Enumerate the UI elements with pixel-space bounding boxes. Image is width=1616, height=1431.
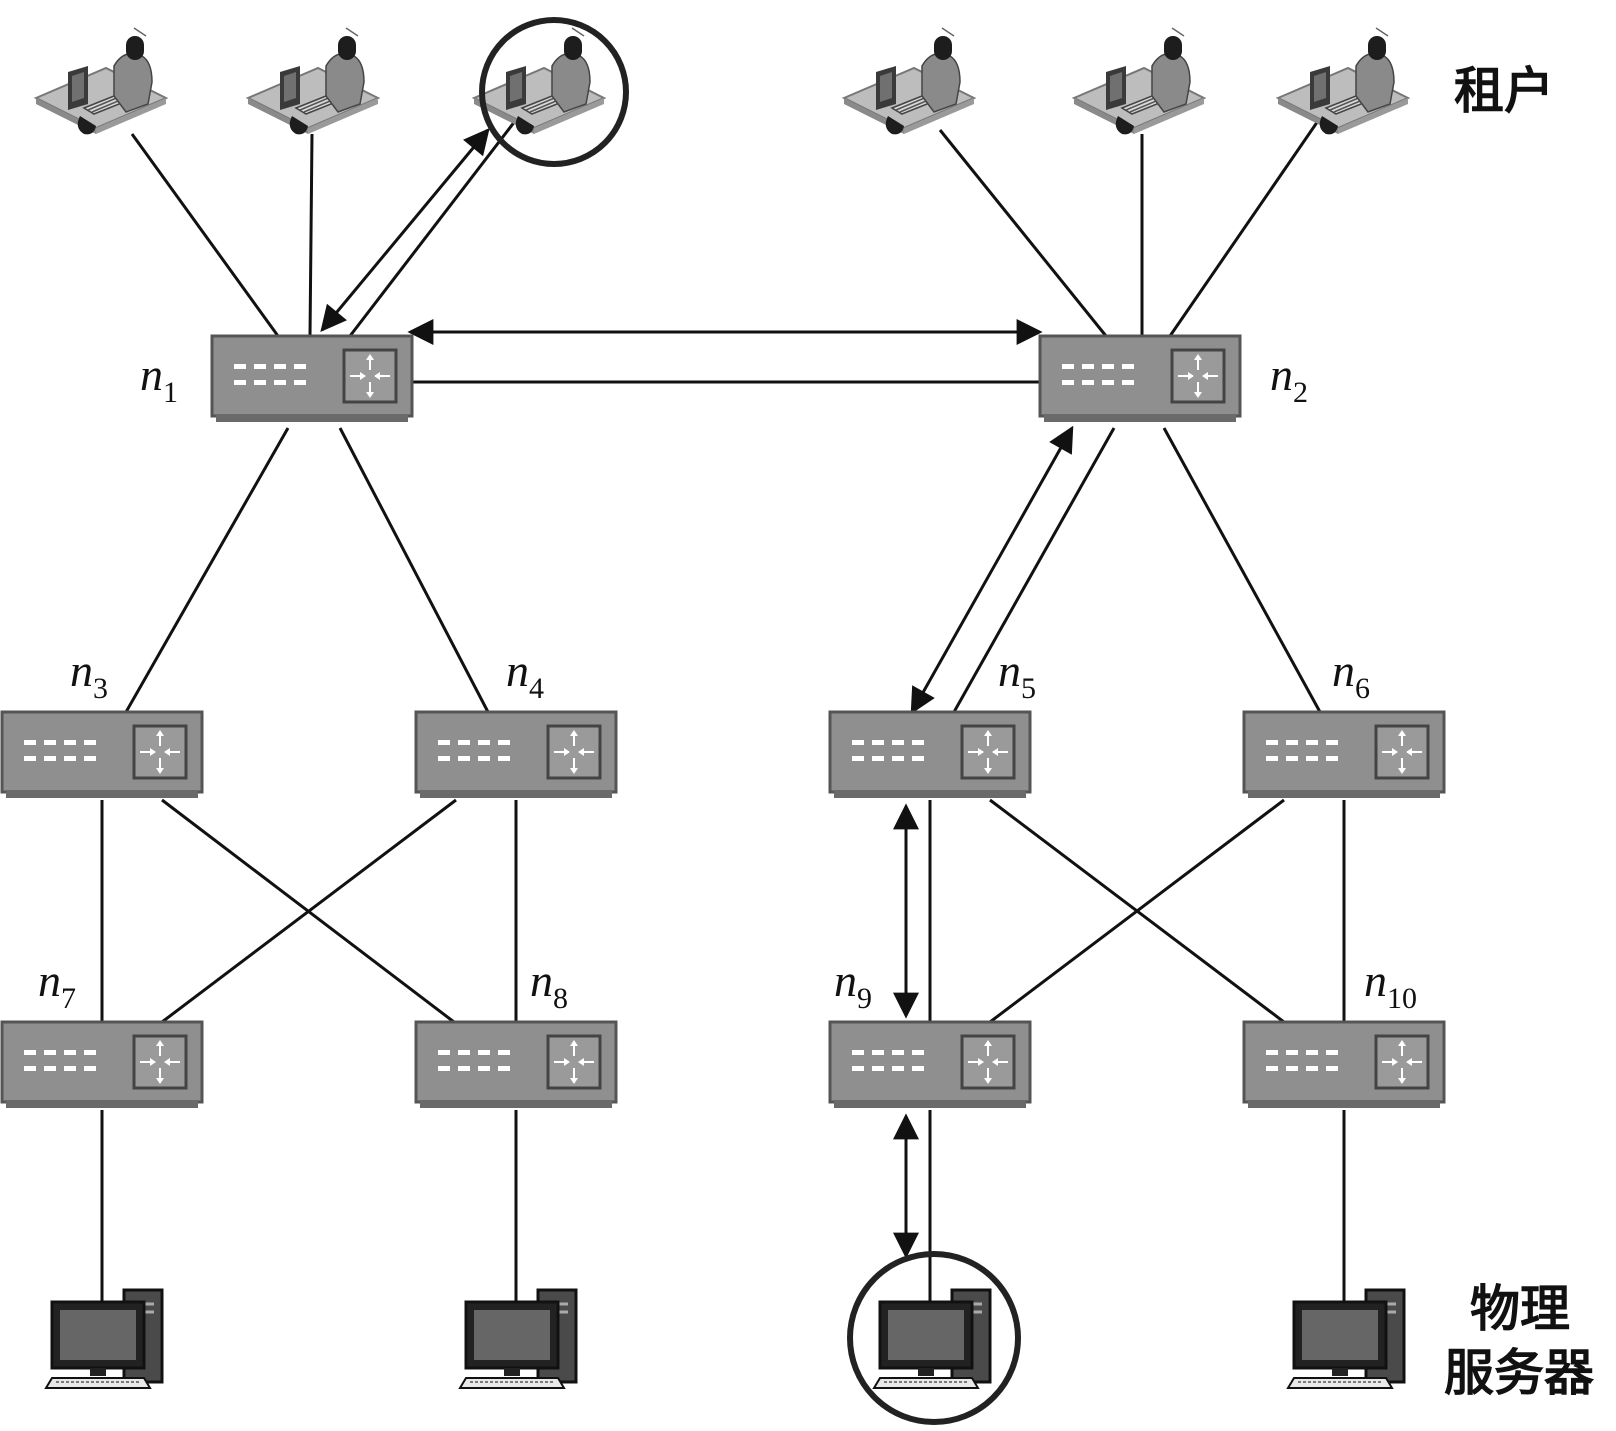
link-n1-n4: [338, 427, 490, 713]
switch-n7-icon: [0, 1020, 204, 1110]
link-n2-n6: [1162, 427, 1322, 713]
switch-n5-icon: [828, 710, 1032, 800]
switch-n9-icon: [828, 1020, 1032, 1110]
label-n2: n2: [1270, 349, 1308, 409]
traffic-arrows: [320, 127, 1074, 1259]
switch-n10-icon: [1242, 1020, 1446, 1110]
tenant-caption: 租户: [1454, 62, 1554, 120]
link-tenant1-n1: [130, 133, 280, 337]
label-n6: n6: [1332, 645, 1370, 705]
link-tenant3-n1: [348, 111, 524, 337]
link-n2-n5: [952, 427, 1116, 713]
tenant-workstation-icon: [1277, 27, 1409, 136]
label-n1: n1: [140, 349, 178, 409]
server-computer-icon: [44, 1288, 164, 1390]
switch-n8-icon: [414, 1020, 618, 1110]
server-computer-icon: [1286, 1288, 1406, 1390]
links: [100, 111, 1346, 1302]
link-n1-n3: [124, 427, 290, 713]
link-n4-n7: [161, 798, 457, 1024]
tenant-workstation-icon: [247, 27, 379, 136]
server-computer-icon: [872, 1288, 992, 1390]
label-n3: n3: [70, 645, 108, 705]
physical-server-caption-line2: 服务器: [1444, 1344, 1595, 1402]
switch-n4-icon: [414, 710, 618, 800]
server-computer-icon: [458, 1288, 578, 1390]
label-n5: n5: [998, 645, 1036, 705]
tenant-workstation-icon: [35, 27, 167, 136]
highlight-circle-server: [847, 1251, 1021, 1425]
link-n6-n9: [989, 798, 1285, 1024]
switch-n3-icon: [0, 710, 204, 800]
arrow-n1-tenant: [320, 127, 490, 333]
tenant-workstation-icon: [843, 27, 975, 136]
node-labels: n1 n2 n3 n4 n5 n6 n7 n8 n9 n10: [38, 349, 1417, 1015]
tenants: [35, 17, 1409, 167]
physical-server-caption-line1: 物理: [1470, 1280, 1570, 1338]
servers: [44, 1251, 1406, 1425]
switch-n1-icon: [210, 334, 414, 424]
switch-n6-icon: [1242, 710, 1446, 800]
link-tenant2-n1: [308, 133, 314, 337]
switches: [0, 334, 1446, 1110]
link-tenant6-n2: [1168, 117, 1322, 337]
arrow-n2-n5: [910, 425, 1074, 715]
link-tenant4-n2: [938, 129, 1108, 337]
label-n4: n4: [506, 645, 544, 705]
highlight-circle-tenant: [479, 17, 629, 167]
label-n7: n7: [38, 955, 76, 1015]
label-n8: n8: [530, 955, 568, 1015]
label-n9: n9: [834, 955, 872, 1015]
tenant-workstation-icon: [1073, 27, 1205, 136]
label-n10: n10: [1364, 955, 1417, 1015]
switch-n2-icon: [1038, 334, 1242, 424]
tenant-workstation-icon: [473, 27, 605, 136]
